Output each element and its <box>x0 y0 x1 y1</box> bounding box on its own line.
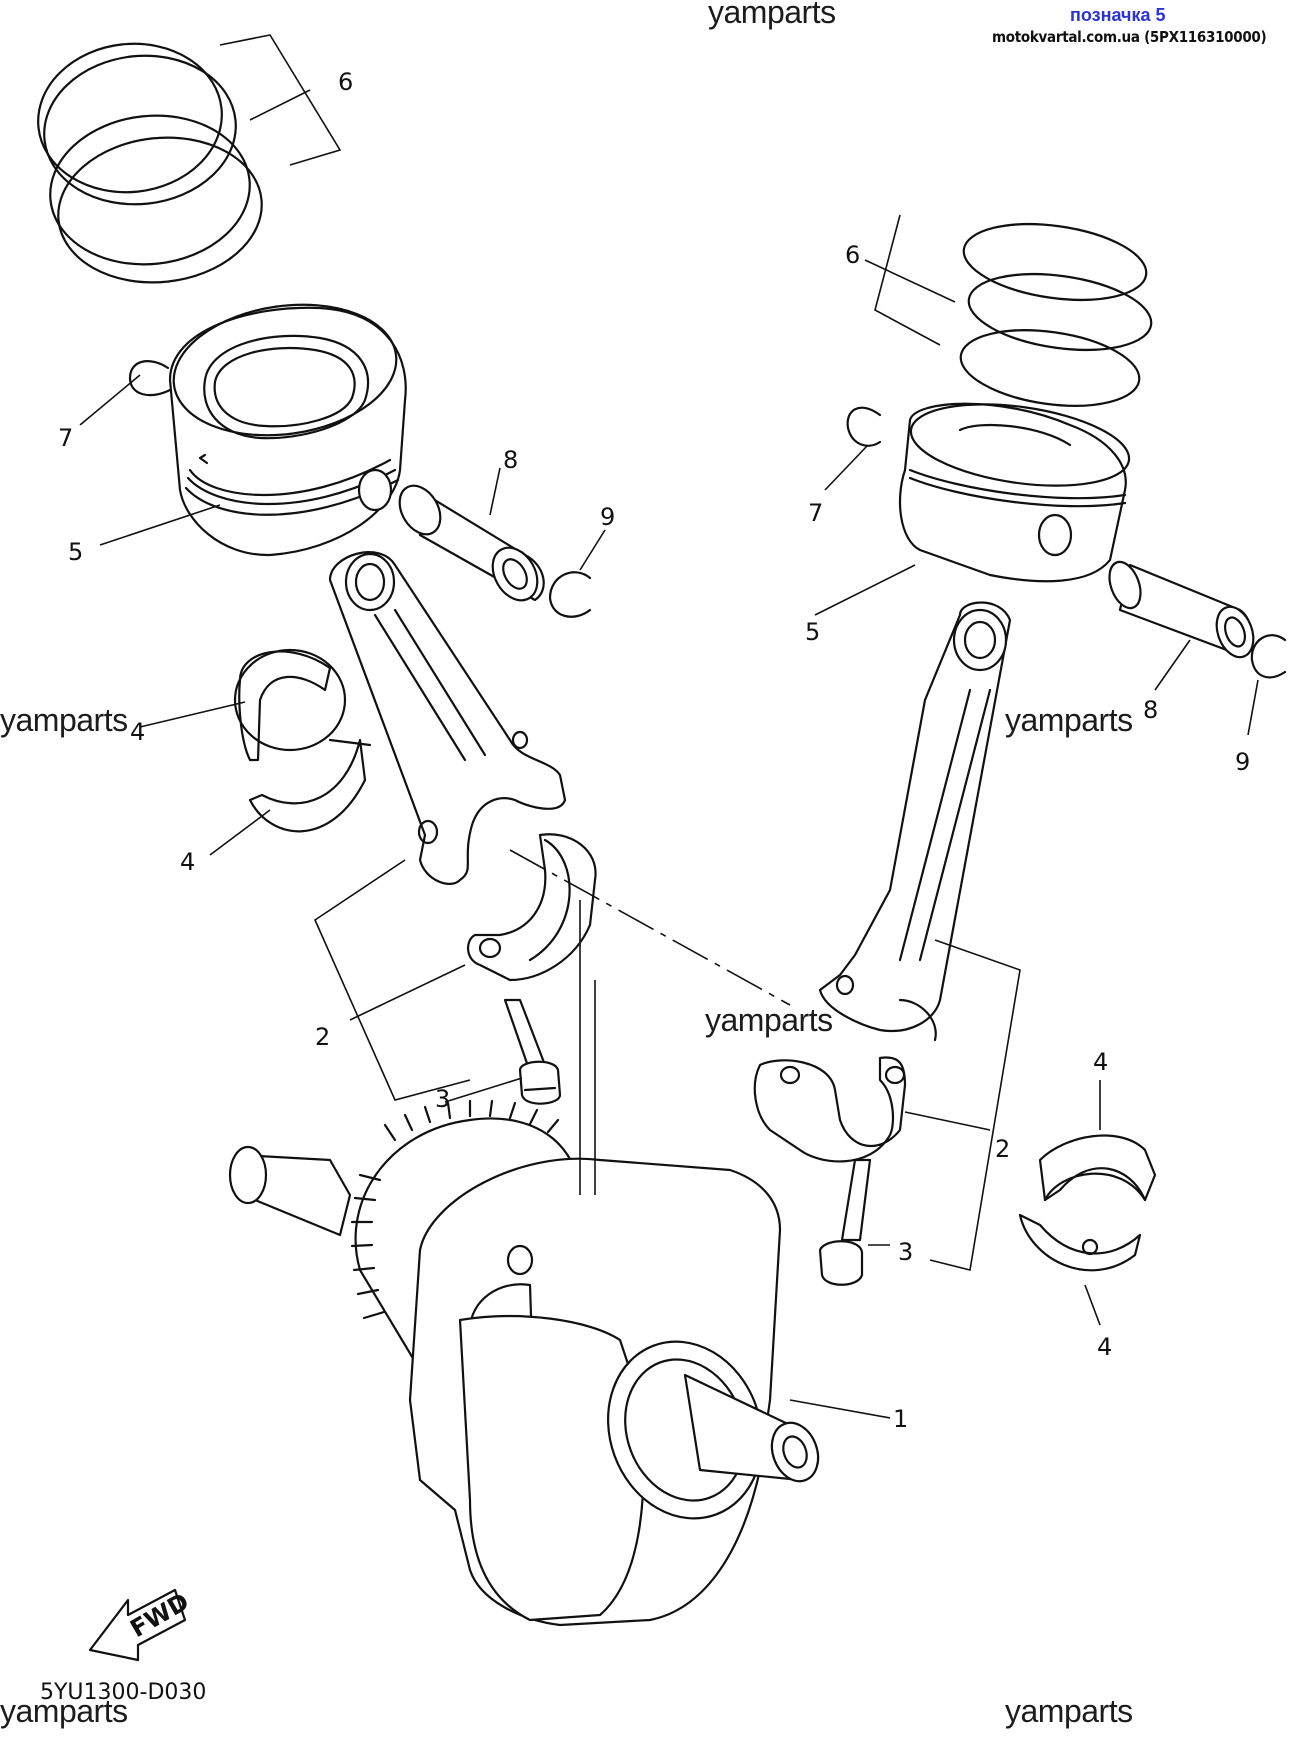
piston-rings-right <box>959 223 1153 407</box>
tag-title: позначка 5 <box>1070 5 1166 25</box>
callout-7-left: 7 <box>58 424 73 452</box>
bearing-halves-left <box>233 648 372 833</box>
watermark-center: yamparts <box>705 1002 833 1038</box>
rod-cap-left <box>467 833 597 982</box>
watermark-top: yamparts <box>708 0 836 30</box>
circlip-right-7 <box>846 406 882 447</box>
connecting-rod-left <box>328 551 567 886</box>
piston-pin-right-8 <box>1108 560 1255 659</box>
callout-2-left: 2 <box>315 1023 330 1051</box>
rod-cap-right <box>753 1056 907 1163</box>
crankshaft <box>228 900 820 1627</box>
callout-5-right: 5 <box>805 618 820 646</box>
callout-9-left: 9 <box>600 503 615 531</box>
callout-4-left-b: 4 <box>180 848 195 876</box>
watermark-left: yamparts <box>0 702 128 738</box>
bearing-halves-right <box>1018 1134 1157 1272</box>
piston-rings-left <box>37 42 263 308</box>
callout-3-left: 3 <box>435 1085 450 1113</box>
callout-2-right: 2 <box>995 1135 1010 1163</box>
tag-reference: motokvartal.com.ua (5PX116310000) <box>992 28 1267 46</box>
fwd-arrow <box>88 1588 187 1662</box>
circlip-left-9 <box>548 571 592 618</box>
piston-left <box>168 303 407 557</box>
callout-5-left: 5 <box>68 538 83 566</box>
watermark-bottom-left: yamparts <box>0 1693 128 1729</box>
piston-right <box>898 402 1131 583</box>
callout-4-left-a: 4 <box>130 718 145 746</box>
callout-1: 1 <box>893 1405 908 1433</box>
callout-8-left: 8 <box>503 446 518 474</box>
callout-7-right: 7 <box>808 499 823 527</box>
callout-6-right: 6 <box>845 241 860 269</box>
callout-4-right-a: 4 <box>1093 1048 1108 1076</box>
callout-8-right: 8 <box>1143 696 1158 724</box>
connecting-rod-right <box>818 601 1012 1042</box>
callout-4-right-b: 4 <box>1097 1333 1112 1361</box>
callout-3-right: 3 <box>898 1238 913 1266</box>
diagram-code: 5YU1300-D030 <box>40 1680 207 1705</box>
watermark-bottom-right: yamparts <box>1005 1693 1133 1729</box>
piston-pin-left-8 <box>398 484 545 602</box>
callout-9-right: 9 <box>1235 748 1250 776</box>
rod-bolt-left <box>503 998 562 1105</box>
callout-6-left: 6 <box>338 68 353 96</box>
rod-bolt-right <box>818 1158 872 1286</box>
circlip-right-9 <box>1250 634 1287 679</box>
watermark-right: yamparts <box>1005 702 1133 738</box>
circlip-left-7 <box>128 360 172 397</box>
